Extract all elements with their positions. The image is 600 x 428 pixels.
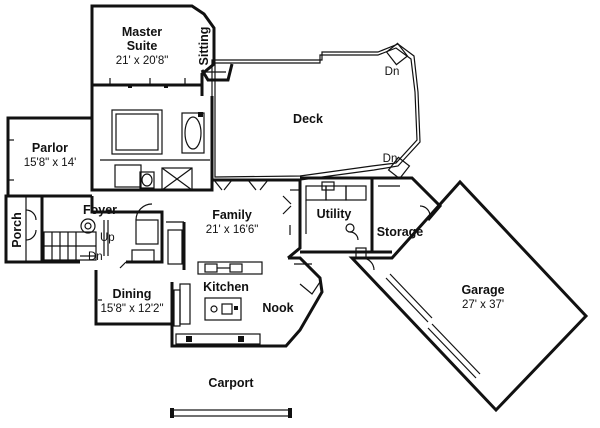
carport-slab <box>170 408 292 418</box>
foyer-label: Foyer <box>83 203 117 217</box>
storage-room <box>355 176 443 271</box>
deck-stairs-top-label: Dn <box>385 66 400 78</box>
deck-stairs-bottom-label: Dn <box>383 153 398 165</box>
family-label: Family <box>212 208 252 222</box>
parlor-size: 15'8" x 14' <box>24 157 77 169</box>
stairs-up-label: Up <box>100 232 115 244</box>
hall-closets <box>90 196 186 270</box>
foyer-stairs <box>40 196 109 264</box>
garage <box>348 179 589 413</box>
garage-label: Garage <box>461 283 504 297</box>
utility-label: Utility <box>317 207 352 221</box>
kitchen-label: Kitchen <box>203 280 249 294</box>
utility-room <box>300 176 374 254</box>
storage-label: Storage <box>377 225 424 239</box>
deck-label: Deck <box>293 112 323 126</box>
sitting-bay <box>200 63 234 82</box>
family-room <box>212 178 302 260</box>
dining-label: Dining <box>113 287 152 301</box>
family-size: 21' x 16'6" <box>206 224 259 236</box>
master-suite-label: Master <box>122 25 162 39</box>
master-suite-label-2: Suite <box>127 39 158 53</box>
kitchen <box>170 261 263 348</box>
carport-label: Carport <box>208 376 254 390</box>
dining-size: 15'8" x 12'2" <box>100 303 163 315</box>
sitting-label: Sitting <box>197 27 211 66</box>
parlor-walls <box>6 116 92 198</box>
nook-label: Nook <box>262 301 293 315</box>
dining <box>94 261 181 327</box>
master-bath <box>90 85 214 192</box>
master-suite-size: 21' x 20'8" <box>116 55 169 67</box>
porch-label: Porch <box>10 212 24 247</box>
parlor-label: Parlor <box>32 141 68 155</box>
stairs-down-label: Dn <box>88 251 103 263</box>
nook <box>262 256 324 348</box>
garage-size: 27' x 37' <box>462 299 504 311</box>
